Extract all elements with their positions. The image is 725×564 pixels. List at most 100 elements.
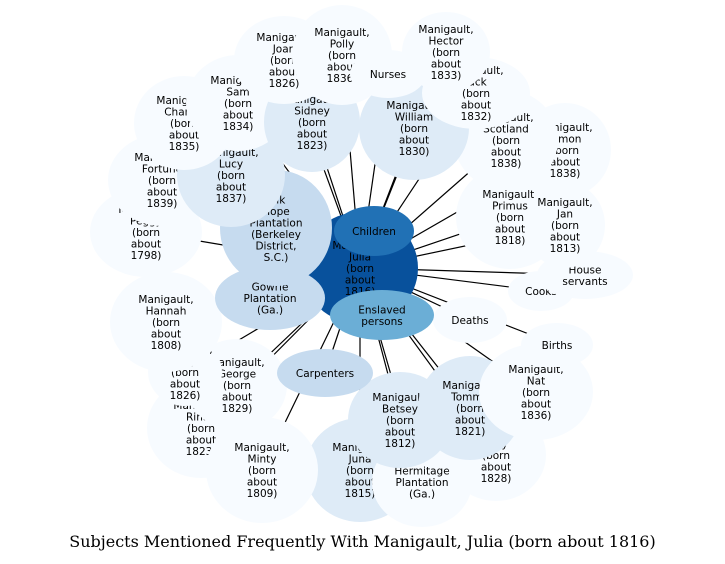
node-label-line: 1832) [461,111,492,123]
node-label-line: (born [298,117,326,129]
node-label-line: about [170,379,200,391]
node-label-line: 1834) [223,121,254,133]
node-label-line: about [297,129,327,141]
node-label-line: Manigault, [482,189,537,201]
node-shape-children [334,206,414,256]
node-label-line: about [169,130,199,142]
node-label-line: 1826) [269,78,300,90]
node-label-line: (Ga.) [257,305,283,317]
node-label-line: (Berkeley [251,229,301,241]
node-label-line: (born [386,415,414,427]
node-label-line: (born [522,387,550,399]
node-label-line: about [399,135,429,147]
node-label-line: District, [255,240,296,252]
node-label-line: (born [152,317,180,329]
node-label-line: about [151,329,181,341]
node-label-line: about [327,62,357,74]
node-label-line: Manigault, [138,294,193,306]
node-shape-hannah [110,272,222,372]
node-label-line: 1813) [550,243,581,255]
node-shape-births [521,323,593,367]
node-label-line: Manigault, [314,27,369,39]
node-label-line: Plantation [249,217,302,229]
node-shape-nurses [350,50,426,98]
node-label-line: Betsey [382,404,418,416]
node-label-line: S.C.) [264,252,289,264]
node-label-line: Manigault, [418,24,473,36]
node-label-nurses: Nurses [370,69,406,81]
node-label-line: Sam [226,87,249,99]
node-label-line: about [550,232,580,244]
node-label-line: 1838) [550,168,581,180]
node-label-line: 1836) [327,73,358,85]
node-label-line: Manigault, [209,357,264,369]
node-label-line: Joan [272,44,296,56]
node-label-deaths: Deaths [451,315,488,327]
node-label-line: (born [217,170,245,182]
node-label-line: about [491,147,521,159]
node-label-line: Enslaved [358,304,405,316]
node-label-line: about [521,399,551,411]
node-label-line: (born [496,212,524,224]
node-label-line: (born [551,145,579,157]
node-label-line: about [345,275,375,287]
node-label-line: 1823) [297,140,328,152]
node-label-line: (born [223,380,251,392]
node-label-line: Jan [556,209,573,221]
node-label-line: (born [492,135,520,147]
node-label-line: (born [551,220,579,232]
node-label-line: about [385,427,415,439]
node-label-line: (Ga.) [409,489,435,501]
node-label-line: about [550,157,580,169]
node-label-line: (born [224,98,252,110]
node-label-line: Polly [330,39,354,51]
node-label-children: Children [352,226,396,238]
node-label-line: Deaths [451,315,488,327]
node-label-line: 1821) [455,426,486,438]
node-label-line: (born [462,88,490,100]
node-label-line: 1826) [170,390,201,402]
node-label-line: Nat [527,376,545,388]
node-births[interactable]: Births [521,323,593,367]
node-label-line: (born [400,123,428,135]
node-carpenters[interactable]: Carpenters [277,349,373,397]
node-shape-deaths [433,297,507,343]
node-label-line: 1838) [491,158,522,170]
node-label-line: Hannah [146,306,187,318]
node-label-line: Lucy [219,159,243,171]
node-label-line: Primus [492,201,528,213]
graph-caption: Subjects Mentioned Frequently With Manig… [69,532,656,551]
node-label-line: 1828) [481,473,512,485]
node-label-line: Hector [429,36,465,48]
node-label-line: 1830) [399,146,430,158]
node-shape-carpenters [277,349,373,397]
node-label-line: Juna [348,454,372,466]
node-deaths[interactable]: Deaths [433,297,507,343]
node-label-line: about [247,477,277,489]
node-nurses[interactable]: Nurses [350,50,426,98]
node-label-line: about [269,67,299,79]
node-shape-gowrie [215,266,325,330]
node-label-line: Nurses [370,69,406,81]
node-label-line: Manigault, [372,392,427,404]
node-children[interactable]: Children [334,206,414,256]
node-label-line: about [431,59,461,71]
node-label-line: (born [346,465,374,477]
node-label-line: House [569,264,602,276]
node-label-line: about [186,435,216,447]
node-label-line: 1839) [147,198,178,210]
node-label-line: (born [346,263,374,275]
node-label-births: Births [542,340,573,352]
